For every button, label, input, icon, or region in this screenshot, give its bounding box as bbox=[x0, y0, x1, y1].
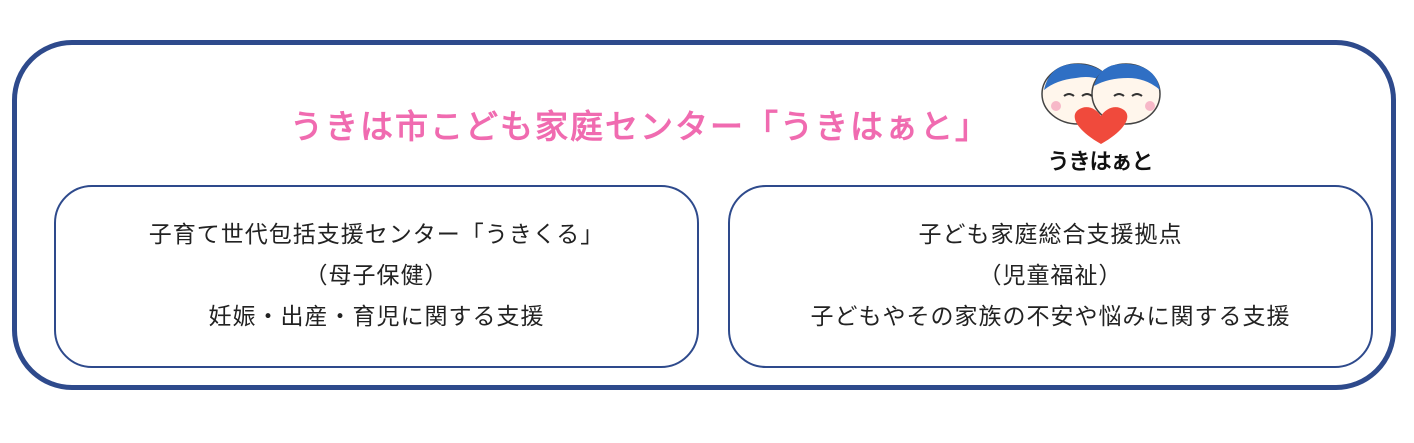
maternal-support-card: 子育て世代包括支援センター「うきくる」 （母子保健） 妊娠・出産・育児に関する支… bbox=[54, 185, 699, 368]
heart-children-logo-icon bbox=[1036, 56, 1166, 181]
card-description: 子どもやその家族の不安や悩みに関する支援 bbox=[810, 304, 1291, 330]
card-category: （児童福祉） bbox=[978, 263, 1123, 289]
card-description: 妊娠・出産・育児に関する支援 bbox=[208, 304, 545, 330]
card-title: 子ども家庭総合支援拠点 bbox=[918, 222, 1183, 248]
page-title: うきは市こども家庭センター「うきはぁと」 bbox=[290, 107, 990, 146]
card-title: 子育て世代包括支援センター「うきくる」 bbox=[148, 222, 605, 248]
child-welfare-card: 子ども家庭総合支援拠点 （児童福祉） 子どもやその家族の不安や悩みに関する支援 bbox=[728, 185, 1373, 368]
card-category: （母子保健） bbox=[304, 263, 449, 289]
logo-text: うきはぁと bbox=[1047, 150, 1153, 175]
